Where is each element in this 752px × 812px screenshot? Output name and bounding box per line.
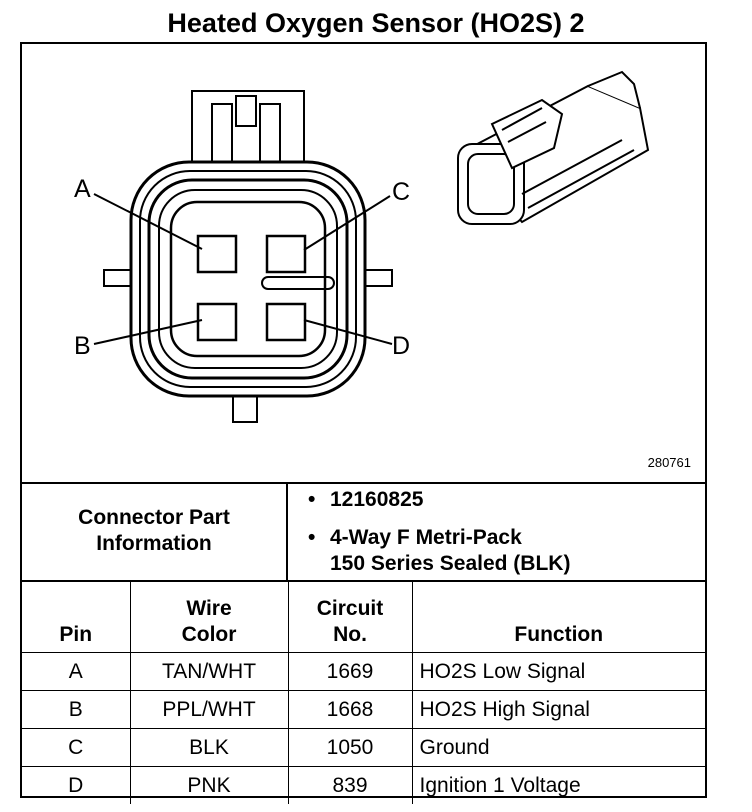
cell-circuit: 1668: [287, 690, 413, 729]
leader-d: [303, 319, 393, 345]
figure-id: 280761: [647, 455, 691, 470]
pin-label-d: D: [392, 332, 411, 360]
table-header-row: Pin Wire Color Circuit No. Function: [22, 580, 705, 653]
housing-ring-3: [147, 178, 349, 380]
leader-a: [93, 193, 203, 250]
cell-pin: A: [22, 652, 131, 691]
leader-c: [303, 195, 391, 251]
key-slot: [261, 276, 335, 290]
cell-wire-color: TAN/WHT: [129, 652, 289, 691]
cell-circuit: 1050: [287, 728, 413, 767]
leader-b: [93, 319, 203, 345]
connector-part-info: Connector Part Information • 12160825 • 4-…: [22, 482, 705, 582]
pin-label-b: B: [74, 332, 91, 360]
table-row: D PNK 839 Ignition 1 Voltage: [22, 766, 705, 804]
connector-perspective: [457, 70, 650, 225]
bullet-1: •: [308, 488, 316, 511]
header-pin: Pin: [22, 580, 131, 653]
header-function: Function: [411, 580, 705, 653]
cell-pin: C: [22, 728, 131, 767]
header-circuit-line2: No.: [333, 623, 367, 646]
latch-tab: [235, 95, 257, 127]
connector-detail-lines: [501, 107, 635, 209]
info-label: Connector Part Information: [22, 482, 288, 580]
housing-ring-4: [158, 189, 338, 369]
cell-circuit: 839: [287, 766, 413, 804]
part-number: 12160825: [330, 488, 424, 511]
header-wire-line1: Wire: [186, 597, 232, 620]
pin-label-a: A: [74, 175, 91, 203]
cell-function: Ignition 1 Voltage: [411, 766, 705, 804]
connector-type-item: • 4-Way F Metri-Pack: [308, 525, 522, 551]
housing-inner: [169, 200, 327, 358]
housing-outer: [129, 160, 367, 398]
cavity-d: [265, 302, 307, 342]
connector-type-line2: 150 Series Sealed (BLK): [330, 552, 571, 575]
cell-circuit: 1669: [287, 652, 413, 691]
left-ear: [103, 269, 133, 287]
info-list: • 12160825 • 4-Way F Metri-Pack 150 Series…: [288, 482, 705, 580]
header-circuit: Circuit No.: [287, 580, 413, 653]
header-wire-color: Wire Color: [129, 580, 289, 653]
cavity-a: [196, 234, 238, 274]
cell-wire-color: BLK: [129, 728, 289, 767]
connector-lock: [490, 98, 564, 170]
info-label-line2: Information: [96, 532, 212, 555]
table-row: A TAN/WHT 1669 HO2S Low Signal: [22, 652, 705, 691]
cell-function: HO2S High Signal: [411, 690, 705, 729]
pin-label-c: C: [392, 178, 411, 206]
diagram-title: Heated Oxygen Sensor (HO2S) 2: [167, 8, 585, 38]
connector-diagram: A B C D 280761: [22, 44, 705, 484]
connector-sheet: A B C D 280761 Connector Part Informatio…: [20, 42, 707, 804]
header-circuit-line1: Circuit: [316, 597, 384, 620]
housing-ring-2: [139, 170, 357, 388]
bullet-2: •: [308, 526, 316, 549]
cell-pin: B: [22, 690, 131, 729]
connector-back: [587, 70, 641, 109]
cell-wire-color: PPL/WHT: [129, 690, 289, 729]
header-wire-line2: Color: [181, 623, 237, 646]
table-row: B PPL/WHT 1668 HO2S High Signal: [22, 690, 705, 729]
right-ear: [363, 269, 393, 287]
connector-type-line1: 4-Way F Metri-Pack: [330, 526, 522, 549]
cavity-c: [265, 234, 307, 274]
cell-wire-color: PNK: [129, 766, 289, 804]
info-label-line1: Connector Part: [78, 506, 230, 529]
part-number-item: • 12160825: [308, 487, 423, 513]
cavity-b: [196, 302, 238, 342]
cell-pin: D: [22, 766, 131, 804]
connector-type-item-2: 150 Series Sealed (BLK): [330, 551, 570, 577]
cell-function: Ground: [411, 728, 705, 767]
connector-mouth-inner: [467, 153, 515, 215]
connector-face-drawing: [93, 70, 650, 423]
bottom-tab: [232, 393, 258, 423]
cell-function: HO2S Low Signal: [411, 652, 705, 691]
table-row: C BLK 1050 Ground: [22, 728, 705, 767]
pinout-table: Pin Wire Color Circuit No. Function A TA…: [22, 580, 705, 804]
